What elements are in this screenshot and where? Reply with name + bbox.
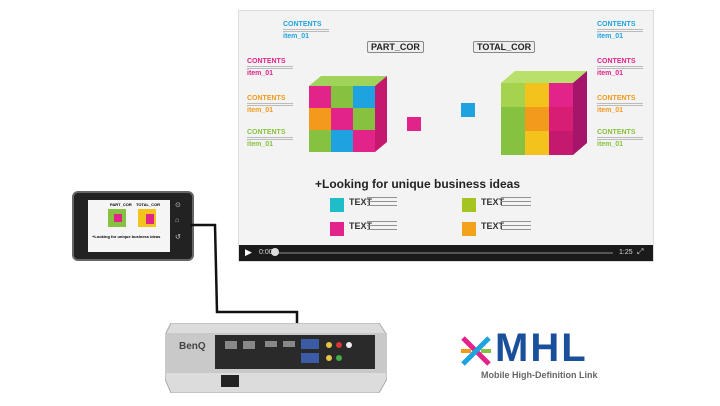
text-line	[283, 31, 329, 32]
mhl-logo-text: MHL	[495, 326, 588, 370]
item-label: item_01	[283, 33, 310, 40]
total-cube-illustration	[501, 71, 587, 155]
phone-total-label: TOTAL_COR	[136, 202, 161, 207]
video-control-bar: ▶ 0:00 1:25 ⤢	[239, 245, 653, 261]
contents-title: CONTENTS	[247, 95, 286, 102]
text-item: TEXT	[349, 221, 373, 231]
contents-title: CONTENTS	[597, 21, 636, 28]
part-cube-illustration	[309, 76, 387, 152]
contents-title: CONTENTS	[597, 58, 636, 65]
text-line	[283, 29, 329, 30]
mobile-phone: PART_COR TOTAL_COR +Looking for unique b…	[72, 191, 194, 261]
text-item: TEXT	[349, 197, 373, 207]
phone-screen: PART_COR TOTAL_COR +Looking for unique b…	[88, 200, 170, 252]
text-line	[597, 137, 643, 138]
progress-track[interactable]	[273, 252, 613, 254]
cube-icon	[330, 198, 344, 212]
contents-block: CONTENTS item_01	[597, 129, 643, 148]
contents-block: CONTENTS item_01	[247, 58, 293, 77]
text-line	[597, 105, 643, 106]
text-line	[247, 105, 293, 106]
contents-block: CONTENTS item_01	[247, 129, 293, 148]
mhl-cable	[190, 223, 299, 337]
text-line	[247, 137, 293, 138]
text-lines: ▬▬▬▬▬▬▬▬▬▬▬▬▬▬▬▬▬▬▬▬▬▬▬▬▬▬▬▬▬▬	[367, 219, 397, 231]
cube-icon	[330, 222, 344, 236]
text-lines: ▬▬▬▬▬▬▬▬▬▬▬▬▬▬▬▬▬▬▬▬▬▬▬▬▬▬▬▬▬▬	[367, 195, 397, 207]
phone-button-icon[interactable]: ↺	[175, 234, 181, 241]
cube-icon	[146, 214, 154, 224]
contents-title: CONTENTS	[247, 129, 286, 136]
progress-thumb[interactable]	[271, 248, 279, 256]
contents-block: CONTENTS item_01	[247, 95, 293, 114]
mhl-subtitle: Mobile High-Definition Link	[481, 370, 598, 380]
phone-headline: +Looking for unique business ideas	[92, 234, 161, 239]
total-cor-label: TOTAL_COR	[473, 41, 536, 53]
text-lines: ▬▬▬▬▬▬▬▬▬▬▬▬▬▬▬▬▬▬▬▬▬▬▬▬▬▬▬▬▬▬	[501, 219, 531, 231]
mhl-x-icon	[461, 336, 491, 366]
contents-block: CONTENTS item_01	[597, 21, 643, 40]
contents-block: CONTENTS item_01	[597, 58, 643, 77]
fullscreen-icon[interactable]: ⤢	[637, 247, 644, 256]
projected-screen: CONTENTS item_01 CONTENTS item_01 CONTEN…	[238, 10, 654, 262]
contents-block: CONTENTS item_01	[283, 21, 329, 40]
phone-button-icon[interactable]: ⌂	[175, 217, 180, 224]
contents-block: CONTENTS item_01	[597, 95, 643, 114]
business-headline: +Looking for unique business ideas	[315, 177, 521, 191]
item-label: item_01	[247, 107, 274, 114]
cube-icon	[114, 214, 122, 222]
text-line	[597, 66, 643, 67]
text-item: TEXT	[481, 221, 505, 231]
contents-title: CONTENTS	[597, 129, 636, 136]
projector-brand: BenQ	[179, 341, 206, 352]
phone-button-icon[interactable]: ⊙	[175, 202, 181, 209]
projector: BenQ	[164, 322, 388, 394]
cube-icon	[462, 198, 476, 212]
item-label: item_01	[597, 33, 624, 40]
text-item: TEXT	[481, 197, 505, 207]
item-label: item_01	[247, 70, 274, 77]
mhl-logo: MHL Mobile High-Definition Link	[455, 322, 655, 382]
cube-icon	[462, 222, 476, 236]
contents-title: CONTENTS	[283, 21, 322, 28]
text-line	[597, 31, 643, 32]
text-line	[597, 103, 643, 104]
text-line	[247, 139, 293, 140]
cube-icon	[407, 117, 421, 131]
text-line	[597, 68, 643, 69]
part-cor-label: PART_COR	[367, 41, 424, 53]
phone-part-label: PART_COR	[110, 202, 132, 207]
time-start: 0:00	[259, 249, 273, 256]
text-line	[247, 103, 293, 104]
contents-title: CONTENTS	[597, 95, 636, 102]
item-label: item_01	[247, 141, 274, 148]
text-lines: ▬▬▬▬▬▬▬▬▬▬▬▬▬▬▬▬▬▬▬▬▬▬▬▬▬▬▬▬▬▬	[501, 195, 531, 207]
projector-body	[164, 322, 388, 394]
play-icon[interactable]: ▶	[245, 247, 252, 257]
time-end: 1:25	[619, 249, 633, 256]
cube-icon	[461, 103, 475, 117]
text-line	[597, 29, 643, 30]
text-line	[247, 68, 293, 69]
text-line	[247, 66, 293, 67]
item-label: item_01	[597, 107, 624, 114]
text-line	[597, 139, 643, 140]
item-label: item_01	[597, 141, 624, 148]
item-label: item_01	[597, 70, 624, 77]
contents-title: CONTENTS	[247, 58, 286, 65]
